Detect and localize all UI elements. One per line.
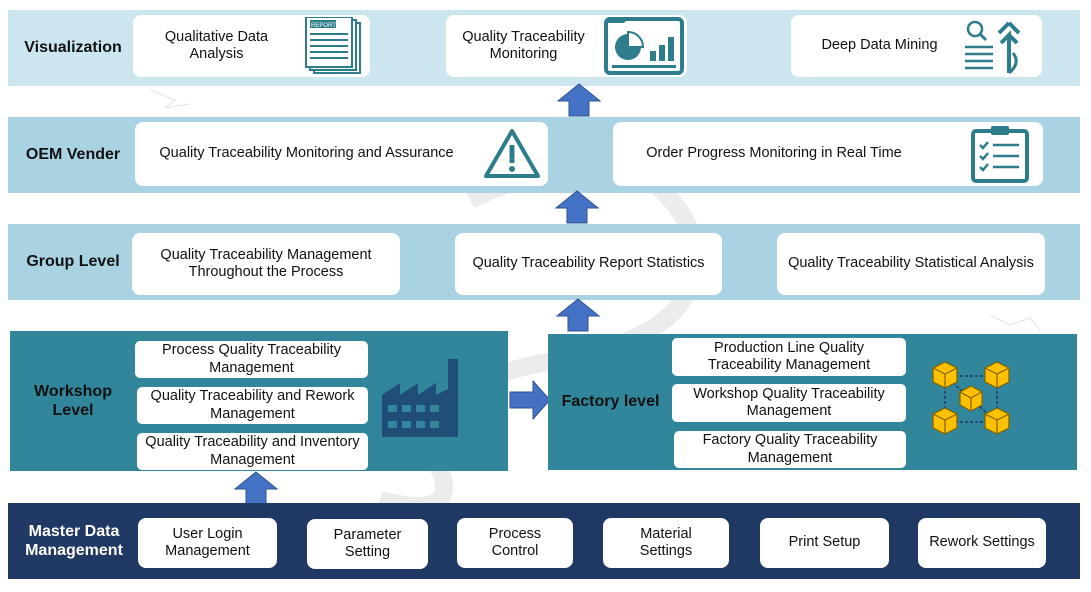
user-login-management-card[interactable]: User Login Management bbox=[138, 518, 277, 568]
arrow-up-icon bbox=[556, 298, 600, 332]
card-label: Quality Traceability Statistical Analysi… bbox=[788, 255, 1034, 272]
card-label: Quality Traceability Monitoring bbox=[462, 28, 585, 62]
oem-vender-label: OEM Vender bbox=[25, 146, 121, 164]
card-label: Quality Traceability Report Statistics bbox=[472, 255, 705, 272]
order-progress-card[interactable]: Order Progress Monitoring in Real Time bbox=[613, 122, 1043, 186]
card-label: Deep Data Mining bbox=[821, 37, 938, 54]
report-icon-text: REPORT bbox=[311, 23, 336, 29]
arrow-up-icon bbox=[234, 471, 278, 505]
card-label: Quality Traceability Management Througho… bbox=[160, 246, 372, 280]
material-settings-card[interactable]: Material Settings bbox=[603, 518, 729, 568]
card-label: Rework Settings bbox=[929, 534, 1035, 551]
clipboard-icon bbox=[971, 126, 1029, 183]
dashboard-icon bbox=[603, 17, 684, 75]
card-label: Qualitative Data Analysis bbox=[164, 28, 269, 62]
production-line-traceability-card[interactable]: Production Line Quality Traceability Man… bbox=[672, 338, 906, 376]
traceability-inventory-card[interactable]: Quality Traceability and Inventory Manag… bbox=[137, 433, 368, 470]
card-label: Print Setup bbox=[788, 534, 861, 551]
process-quality-traceability-card[interactable]: Process Quality Traceability Management bbox=[135, 341, 368, 378]
traceability-rework-card[interactable]: Quality Traceability and Rework Manageme… bbox=[137, 387, 368, 424]
qualitative-data-analysis-card[interactable]: Qualitative Data Analysis REPORT bbox=[133, 15, 370, 77]
factory-icon bbox=[382, 359, 458, 437]
card-label: Factory Quality Traceability Management bbox=[702, 432, 878, 466]
group-level-label: Group Level bbox=[26, 253, 120, 271]
warning-icon bbox=[483, 129, 540, 178]
card-label: Quality Traceability and Inventory Manag… bbox=[145, 434, 360, 468]
card-label: Order Progress Monitoring in Real Time bbox=[646, 145, 902, 162]
visualization-label: Visualization bbox=[24, 39, 122, 57]
workshop-level-label: Workshop Level bbox=[34, 382, 112, 419]
report-icon: REPORT bbox=[304, 17, 361, 74]
master-data-label: Master Data Management bbox=[25, 522, 123, 559]
management-throughout-process-card[interactable]: Quality Traceability Management Througho… bbox=[132, 233, 400, 295]
arrow-up-icon bbox=[555, 190, 599, 224]
data-mining-icon bbox=[964, 20, 1020, 75]
card-label: Parameter Setting bbox=[333, 526, 402, 560]
cubes-network-icon bbox=[932, 361, 1010, 435]
card-label: Production Line Quality Traceability Man… bbox=[707, 339, 871, 373]
report-statistics-card[interactable]: Quality Traceability Report Statistics bbox=[455, 233, 722, 295]
print-setup-card[interactable]: Print Setup bbox=[760, 518, 889, 568]
parameter-setting-card[interactable]: Parameter Setting bbox=[307, 519, 428, 569]
card-label: Workshop Quality Traceability Management bbox=[693, 385, 885, 419]
arrow-up-icon bbox=[557, 83, 601, 117]
rework-settings-card[interactable]: Rework Settings bbox=[918, 518, 1046, 568]
card-label: Process Control bbox=[488, 525, 542, 559]
deep-data-mining-card[interactable]: Deep Data Mining bbox=[791, 15, 1042, 77]
card-label: Material Settings bbox=[639, 525, 693, 559]
monitoring-assurance-card[interactable]: Quality Traceability Monitoring and Assu… bbox=[135, 122, 548, 186]
process-control-card[interactable]: Process Control bbox=[457, 518, 573, 568]
quality-traceability-monitoring-card[interactable]: Quality Traceability Monitoring bbox=[446, 15, 687, 77]
card-label: Quality Traceability and Rework Manageme… bbox=[150, 388, 355, 422]
card-label: Quality Traceability Monitoring and Assu… bbox=[159, 145, 454, 162]
workshop-traceability-card[interactable]: Workshop Quality Traceability Management bbox=[672, 384, 906, 422]
arrow-right-icon bbox=[509, 380, 551, 420]
statistical-analysis-card[interactable]: Quality Traceability Statistical Analysi… bbox=[777, 233, 1045, 295]
factory-level-label: Factory level bbox=[561, 393, 660, 411]
factory-traceability-card[interactable]: Factory Quality Traceability Management bbox=[674, 431, 906, 468]
card-label: User Login Management bbox=[165, 525, 250, 559]
card-label: Process Quality Traceability Management bbox=[162, 342, 341, 376]
